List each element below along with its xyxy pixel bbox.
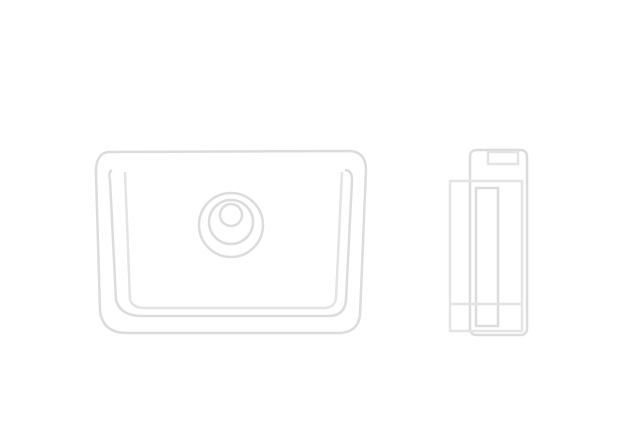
tablet-outer-frame (94, 149, 368, 335)
phone-screen (448, 179, 524, 333)
tablet-screen (123, 171, 344, 310)
phone-device (448, 148, 529, 337)
phone-top-slot (486, 150, 520, 166)
logo-icon-inner (218, 202, 244, 228)
tablet-device (94, 149, 368, 335)
phone-column (474, 186, 500, 328)
logo-icon-outer (197, 191, 265, 259)
logo-icon-middle (207, 198, 255, 246)
tablet-inner-frame (108, 168, 354, 318)
phone-outer-frame (468, 148, 529, 337)
